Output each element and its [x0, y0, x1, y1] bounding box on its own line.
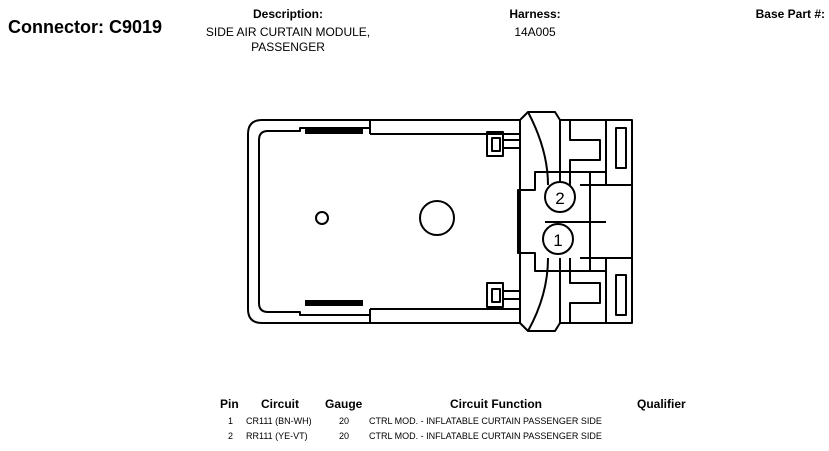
connector-id: C9019 [109, 17, 163, 37]
latch-body [519, 111, 549, 332]
description-line-2: PASSENGER [251, 40, 325, 54]
pin-1: 1 [542, 223, 574, 255]
harness-block: Harness: 14A005 [480, 7, 590, 40]
pin-cavity-block [517, 171, 633, 272]
row-2-circuit: RR111 (YE-VT) [246, 431, 308, 441]
connector-title: Connector: C9019 [8, 17, 162, 38]
col-header-circuit: Circuit [261, 397, 300, 411]
col-header-function: Circuit Function [450, 397, 542, 411]
bottom-clip [486, 282, 504, 308]
pin-1-label: 1 [553, 231, 562, 250]
housing-inner [258, 120, 371, 323]
small-hole [315, 211, 329, 225]
connector-label: Connector: [8, 17, 104, 37]
col-header-qualifier: Qualifier [637, 397, 686, 411]
harness-label: Harness: [509, 7, 561, 21]
col-header-gauge: Gauge [325, 397, 363, 411]
description-block: Description: SIDE AIR CURTAIN MODULE, PA… [180, 7, 396, 55]
row-1-gauge: 20 [339, 416, 350, 426]
row-2-function: CTRL MOD. - INFLATABLE CURTAIN PASSENGER… [369, 431, 602, 441]
top-rail [305, 128, 363, 134]
base-part-label: Base Part #: [755, 7, 825, 21]
col-header-pin: Pin [220, 397, 239, 411]
harness-value: 14A005 [514, 25, 556, 39]
base-part-block: Base Part #: [720, 7, 825, 21]
row-1-function: CTRL MOD. - INFLATABLE CURTAIN PASSENGER… [369, 416, 602, 426]
row-2-gauge: 20 [339, 431, 350, 441]
row-1-circuit: CR111 (BN-WH) [246, 416, 312, 426]
row-2-pin: 2 [228, 431, 234, 441]
pin-2: 2 [544, 181, 576, 213]
description-line-1: SIDE AIR CURTAIN MODULE, [205, 25, 371, 39]
pin-2-label: 2 [555, 189, 564, 208]
description-label: Description: [252, 7, 323, 21]
bottom-rail [305, 300, 363, 306]
row-1-pin: 1 [228, 416, 234, 426]
large-hole [419, 200, 455, 236]
top-clip [486, 131, 504, 157]
